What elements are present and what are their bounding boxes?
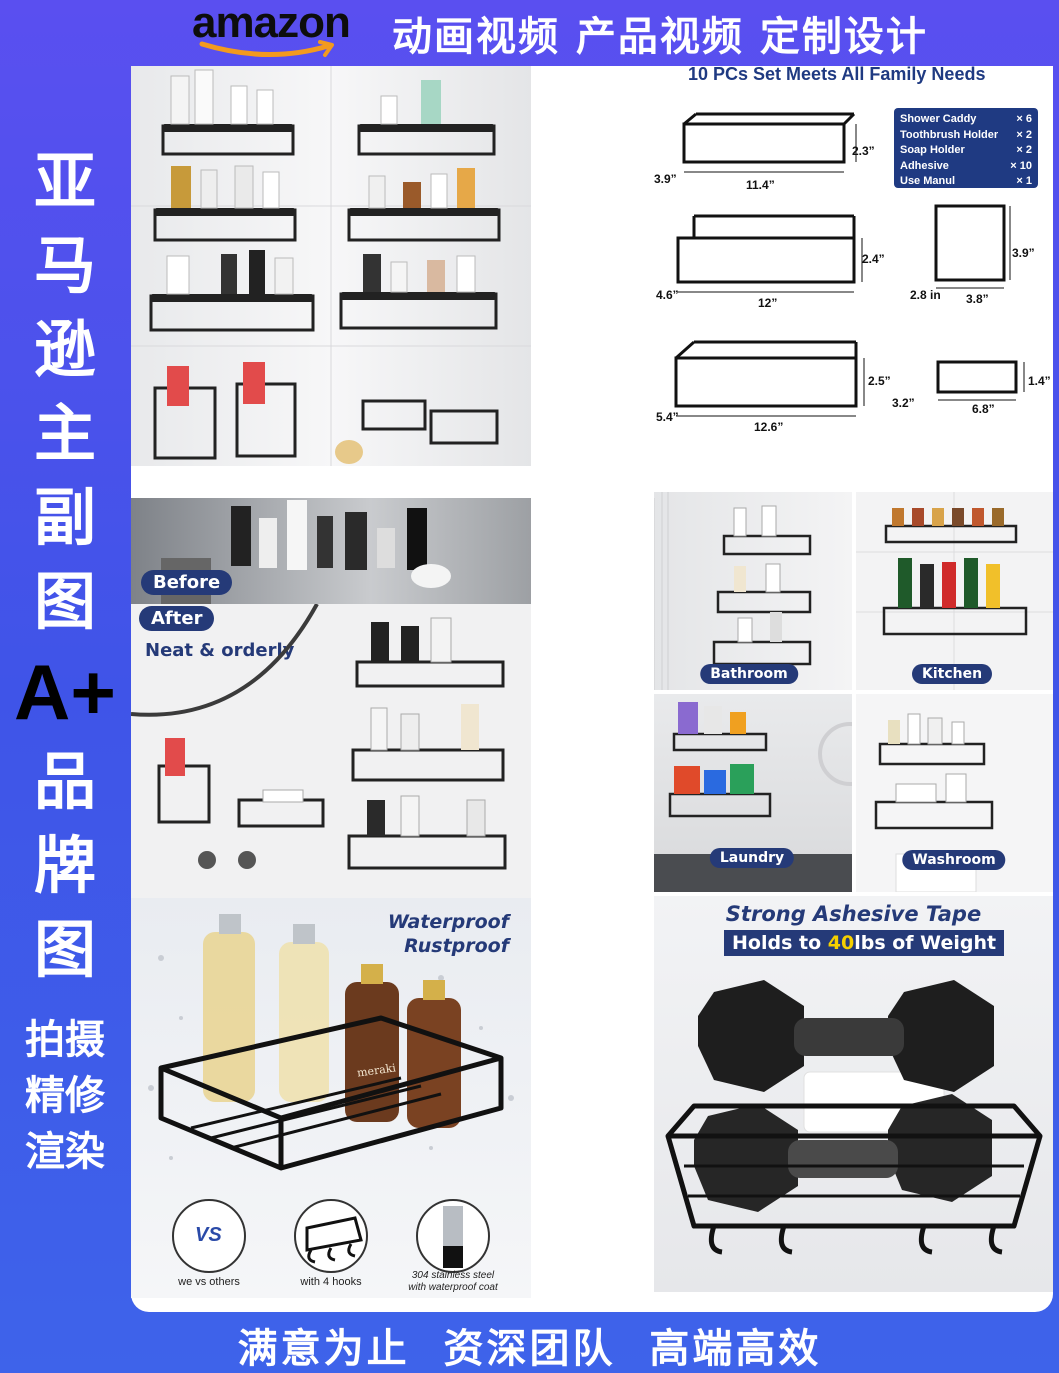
dim-label: 2.5”: [868, 374, 891, 388]
dimension-spec-panel: 10 PCs Set Meets All Family Needs 11.4” …: [654, 66, 1053, 438]
kit-item-qty: × 2: [1016, 144, 1032, 156]
sidebar-char: 马: [33, 229, 96, 302]
weight-number: 40: [827, 932, 855, 954]
shelf-diagrams: [674, 112, 1025, 417]
scene-label: Washroom: [902, 850, 1006, 870]
headline: 动画视频 产品视频 定制设计: [392, 14, 928, 60]
sidebar-char: 主: [33, 397, 96, 470]
vs-icon: VS: [195, 1224, 222, 1246]
dim-label: 11.4”: [746, 178, 775, 192]
sidebar-char: 图: [33, 913, 96, 986]
kitchen-shelves: [856, 492, 1053, 690]
rustproof-line: Rustproof: [404, 935, 509, 957]
scene-bathroom: Bathroom: [654, 492, 852, 690]
kit-item-name: Soap Holder: [900, 144, 965, 156]
dim-label: 6.8”: [972, 402, 995, 416]
kit-item-qty: × 2: [1016, 128, 1032, 141]
scene-label: Bathroom: [700, 664, 798, 684]
sidebar-char: 副: [33, 481, 96, 554]
icon-caption: with 4 hooks: [300, 1276, 362, 1288]
kit-item-qty: × 6: [1016, 113, 1032, 125]
product-wall-image: [131, 66, 531, 466]
icon-caption-line: 304 stainless steel: [411, 1270, 495, 1281]
waterproof-shelf-illustration: [148, 914, 514, 1273]
sidebar-char: 牌: [33, 829, 96, 902]
icon-caption: 304 stainless steel with waterproof coat: [393, 1270, 513, 1294]
kit-row: Toothbrush Holder × 2: [900, 128, 1032, 144]
footer-slogan: 满意为止 资深团队 高端高效: [237, 1326, 822, 1372]
weight-text: Holds to: [732, 932, 828, 954]
sidebar-char: 图: [33, 565, 96, 638]
kit-item-name: Shower Caddy: [900, 113, 977, 125]
dim-label: 3.8”: [966, 292, 989, 306]
dim-label: 1.4”: [1028, 374, 1051, 388]
kit-row: Shower Caddy × 6: [900, 112, 1032, 128]
dim-label: 2.8 in: [910, 288, 941, 302]
laundry-shelves: [654, 702, 852, 892]
dim-label: 3.9”: [654, 172, 677, 186]
sidebar-char: 亚: [33, 145, 96, 218]
kit-item-name: Use Manul: [900, 175, 956, 187]
service-label: 精修: [25, 1073, 105, 1119]
kit-row: Adhesive × 10: [900, 159, 1032, 175]
dim-label: 2.3”: [852, 144, 875, 158]
scene-label: Laundry: [709, 848, 795, 868]
service-label: 拍摄: [25, 1017, 105, 1063]
kit-item-name: Toothbrush Holder: [900, 128, 999, 141]
before-label: Before: [141, 570, 233, 595]
amazon-smile-icon: [199, 40, 334, 57]
weight-text: lbs of Weight: [854, 932, 997, 954]
amazon-logo: amazon: [192, 0, 367, 62]
scene-label: Kitchen: [912, 664, 993, 684]
kit-row: Use Manul × 1: [900, 174, 1032, 190]
dim-label: 12.6”: [754, 420, 784, 434]
kit-item-name: Adhesive: [900, 159, 949, 172]
kit-contents-box: Shower Caddy × 6 Toothbrush Holder × 2 Soa…: [894, 108, 1038, 188]
icon-caption: we vs others: [178, 1276, 240, 1288]
dim-label: 2.4”: [862, 252, 885, 266]
waterproof-title: Waterproof Rustproof: [388, 910, 509, 958]
kit-item-qty: × 1: [1016, 175, 1032, 187]
aplus-label: A+: [14, 648, 116, 736]
scene-kitchen: Kitchen: [856, 492, 1053, 690]
shelves-illustration: [131, 66, 531, 466]
after-label: After: [139, 606, 215, 631]
service-label: 渲染: [25, 1129, 105, 1175]
dim-label: 5.4”: [656, 410, 679, 424]
sidebar: 亚 马 逊 主 副 图 A+ 品 牌 图 拍摄 精修 渲染: [0, 140, 130, 1180]
set-title: 10 PCs Set Meets All Family Needs: [688, 66, 986, 84]
scene-washroom: Washroom: [856, 694, 1053, 892]
washroom-shelves: [874, 713, 994, 892]
dim-label: 12”: [758, 296, 778, 310]
scene-laundry: Laundry: [654, 694, 852, 892]
dumbbell-shelf-illustration: [665, 980, 1043, 1255]
icon-caption-line: with waterproof coat: [408, 1282, 498, 1293]
weight-banner: Holds to 40lbs of Weight: [724, 930, 1005, 956]
bathroom-shelves: [654, 492, 812, 690]
strength-image: Strong Ashesive Tape Holds to 40lbs of W…: [654, 896, 1053, 1292]
organized-shelves: [131, 604, 507, 870]
waterproof-image: Waterproof Rustproof VS we vs others wit…: [131, 898, 531, 1298]
neat-caption: Neat & orderly: [145, 640, 295, 661]
kit-row: Soap Holder × 2: [900, 143, 1032, 159]
strength-title: Strong Ashesive Tape: [725, 902, 982, 926]
amazon-wordmark: amazon: [192, 0, 351, 47]
dim-label: 4.6”: [656, 288, 679, 302]
before-after-image: Before After Neat & orderly: [131, 498, 531, 898]
kit-item-qty: × 10: [1010, 159, 1032, 172]
sidebar-char: 逊: [33, 313, 96, 386]
dim-label: 3.2”: [892, 396, 915, 410]
top-bar: amazon 动画视频 产品视频 定制设计: [0, 0, 1059, 66]
waterproof-line: Waterproof: [387, 911, 509, 933]
sidebar-char: 品: [33, 745, 96, 818]
dim-label: 3.9”: [1012, 246, 1035, 260]
